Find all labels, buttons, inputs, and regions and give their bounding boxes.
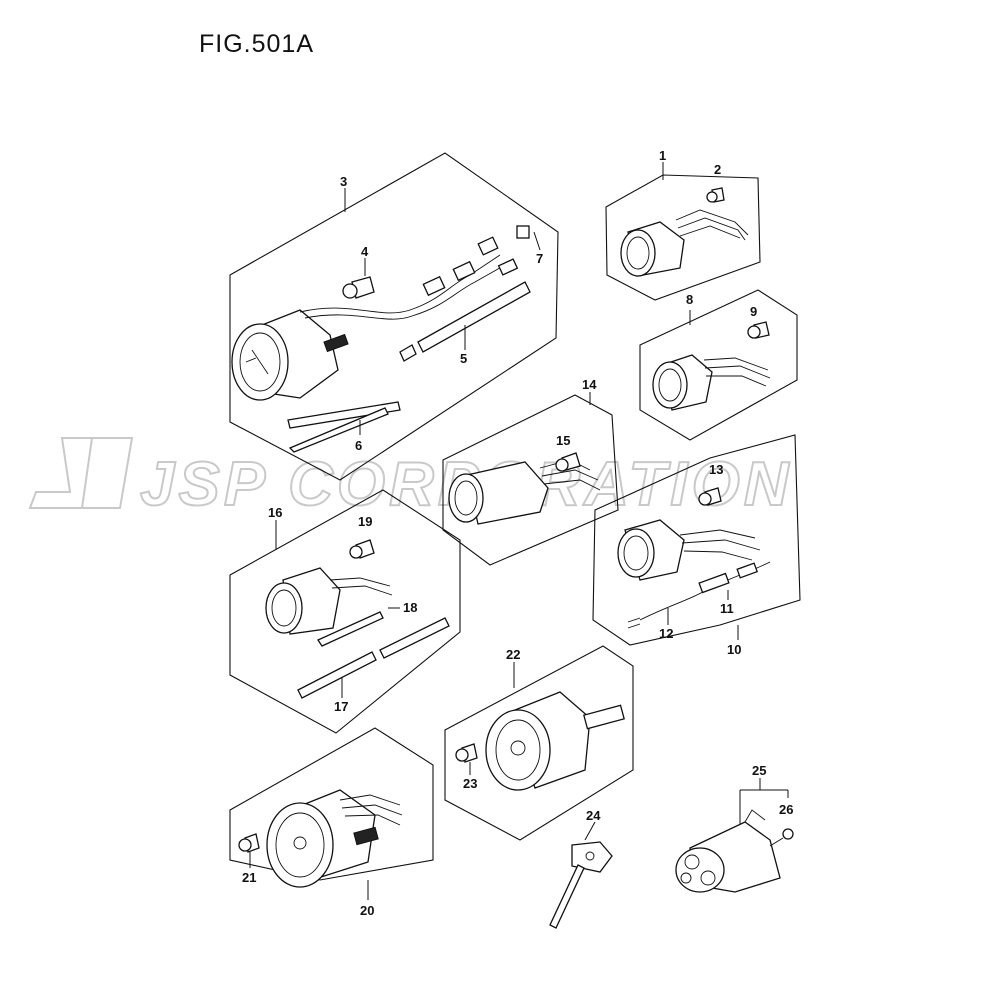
group-8-frame — [639, 289, 798, 441]
tube-5-icon — [417, 281, 531, 353]
speedometer-gauge-icon — [231, 309, 349, 401]
group-10-frame — [592, 434, 801, 646]
callout-21: 21 — [242, 870, 256, 885]
part-24-trim-sender-icon — [549, 821, 613, 929]
tube-17-icon — [379, 617, 450, 659]
callout-17: 17 — [334, 699, 348, 714]
callout-1: 1 — [659, 148, 666, 163]
callout-14: 14 — [582, 377, 597, 392]
callout-2: 2 — [714, 162, 721, 177]
callout-9: 9 — [750, 304, 757, 319]
callout-26: 26 — [779, 802, 793, 817]
watermark: JSP CORPORATION — [28, 437, 790, 520]
bulb-9-icon — [747, 321, 770, 339]
group-3-frame — [229, 152, 559, 481]
callout-15: 15 — [556, 433, 570, 448]
bulb-19-icon — [349, 539, 375, 559]
bulb-13-icon — [698, 487, 722, 506]
bulb-23-icon — [455, 743, 478, 763]
cable-18-icon — [317, 611, 384, 647]
part-group-1 — [605, 162, 761, 301]
callout-18: 18 — [403, 600, 417, 615]
callout-25: 25 — [752, 763, 766, 778]
callout-4: 4 — [361, 244, 369, 259]
figure-title: FIG.501A — [199, 30, 314, 58]
part-group-10 — [592, 434, 801, 646]
cable-6-icon — [288, 407, 389, 453]
bulb-15-icon — [555, 452, 581, 472]
gauge-1-icon — [620, 221, 685, 277]
callout-20: 20 — [360, 903, 374, 918]
callout-16: 16 — [268, 505, 282, 520]
gauge-14-icon — [448, 461, 549, 525]
part-group-22 — [444, 645, 634, 841]
callout-24: 24 — [586, 808, 601, 823]
callout-10: 10 — [727, 642, 741, 657]
part-25-bracket-icon — [675, 778, 794, 893]
part-7-fitting-icon — [516, 225, 530, 239]
group-22-frame — [444, 645, 634, 841]
part-group-3 — [229, 152, 559, 481]
screw-26-icon — [769, 828, 794, 847]
gauge-20-icon — [266, 789, 379, 888]
bulb-4-icon — [342, 276, 375, 299]
callout-11: 11 — [720, 601, 734, 616]
callout-23: 23 — [463, 776, 477, 791]
group-14-frame — [442, 394, 619, 566]
gauge-16-icon — [265, 567, 341, 635]
group-20-frame — [229, 727, 434, 881]
watermark-logo-icon — [28, 437, 134, 509]
group-16-frame — [229, 489, 461, 734]
gauge-10-icon — [617, 519, 685, 581]
callout-12: 12 — [659, 626, 673, 641]
part-group-20 — [229, 727, 434, 900]
callout-3: 3 — [340, 174, 347, 189]
gauge-22-icon — [485, 691, 625, 791]
callout-19: 19 — [358, 514, 372, 529]
callout-22: 22 — [506, 647, 520, 662]
part-group-14 — [442, 392, 619, 566]
callout-7: 7 — [536, 251, 543, 266]
callout-13: 13 — [709, 462, 723, 477]
part-group-16 — [229, 489, 461, 734]
callout-5: 5 — [460, 351, 467, 366]
gauge-8-icon — [652, 354, 713, 411]
bulb-21-icon — [238, 833, 260, 853]
callout-8: 8 — [686, 292, 693, 307]
callout-6: 6 — [355, 438, 362, 453]
bulb-2-icon — [706, 187, 725, 203]
part-group-8 — [639, 289, 798, 441]
